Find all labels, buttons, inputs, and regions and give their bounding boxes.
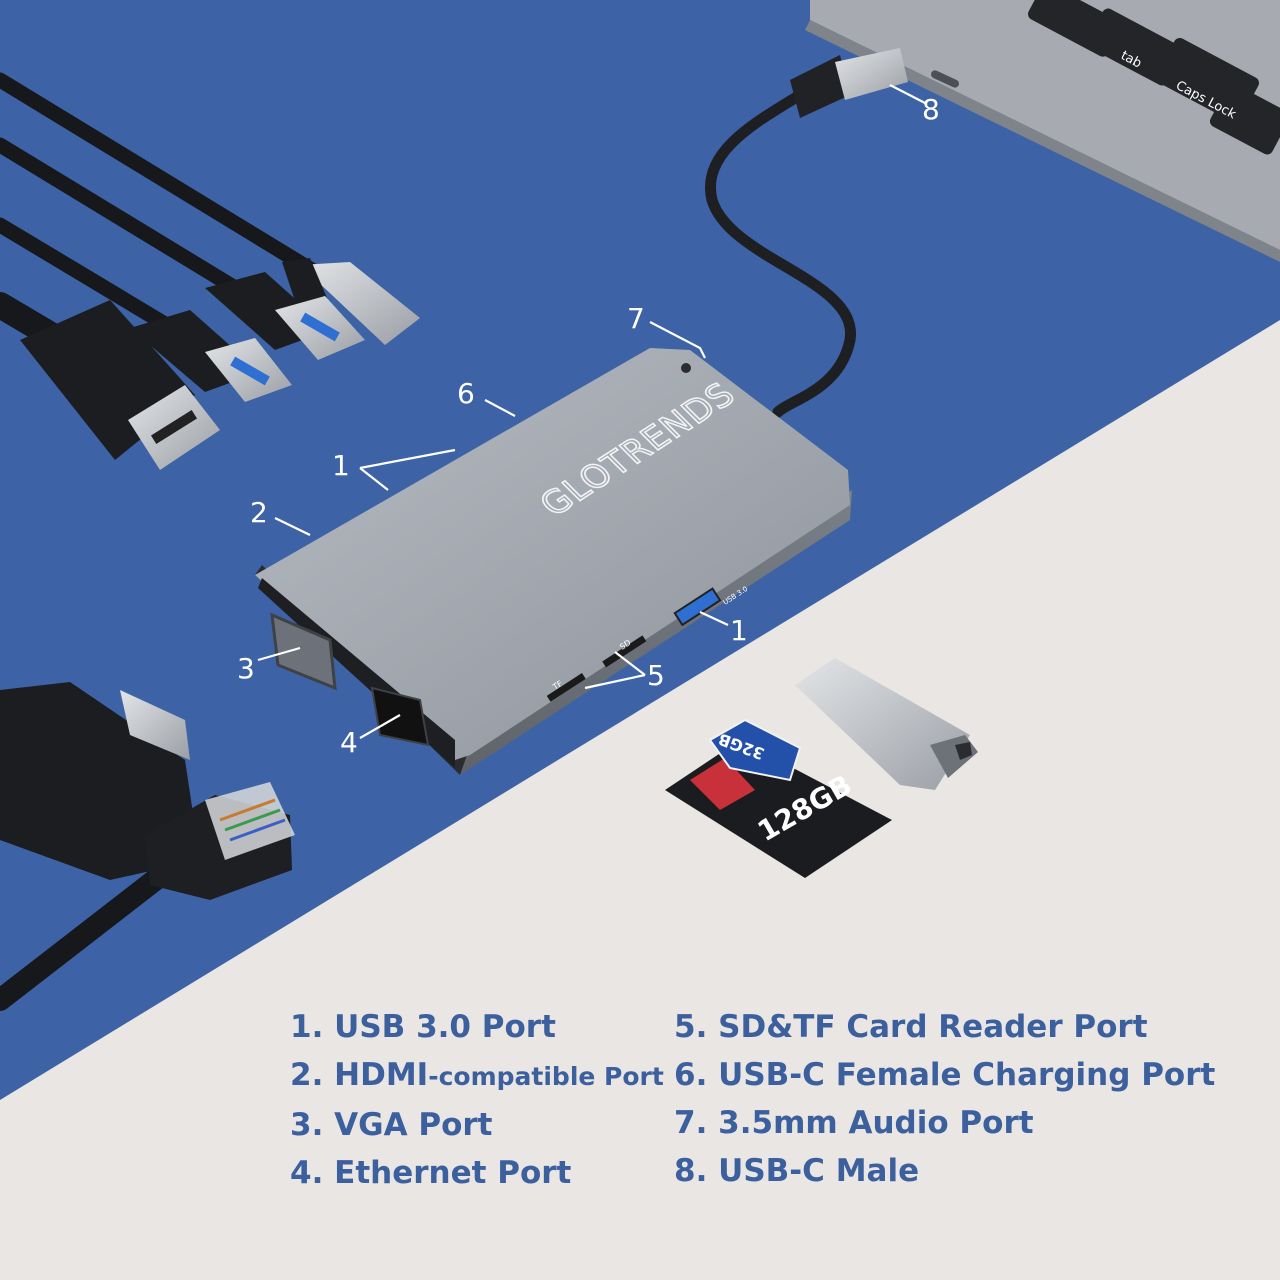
usb-c-plug [300,262,420,345]
legend-item-vga: 3. VGA Port [290,1101,664,1149]
legend-item-usb-c-charging: 6. USB-C Female Charging Port [674,1051,1215,1099]
legend-text: Ethernet Port [334,1155,572,1191]
legend-number: 5. [674,1009,708,1045]
callout-leaders [257,84,926,739]
callout-7: 7 [627,302,645,335]
legend-item-usb-c-male: 8. USB-C Male [674,1147,1215,1195]
tf-slot [546,673,586,702]
legend-text: USB-C Female Charging Port [718,1057,1216,1093]
legend-number: 4. [290,1155,324,1191]
background-light-surface [0,320,1280,1280]
legend-right-column: 5. SD&TF Card Reader Port 6. USB-C Femal… [674,1003,1215,1195]
legend-item-audio: 7. 3.5mm Audio Port [674,1099,1215,1147]
legend-item-usb: 1. USB 3.0 Port [290,1003,664,1051]
legend-text: USB 3.0 Port [334,1009,556,1045]
legend-text-suffix: -compatible Port [428,1062,664,1091]
legend-number: 6. [674,1057,708,1093]
legend-text: USB-C Male [718,1153,920,1189]
legend-left-column: 1. USB 3.0 Port 2. HDMI-compatible Port … [290,1003,664,1197]
callout-5: 5 [647,659,665,692]
legend-item-card-reader: 5. SD&TF Card Reader Port [674,1003,1215,1051]
tf-card [708,718,802,782]
sd-slot [602,635,647,668]
legend-text: VGA Port [334,1107,493,1143]
legend-number: 1. [290,1009,324,1045]
usb-c-male-cable [705,48,908,418]
usb-flash-drive [795,658,978,790]
vga-port [270,612,337,691]
legend-item-hdmi: 2. HDMI-compatible Port [290,1051,664,1101]
laptop: tab Caps Lock [805,0,1280,262]
callout-1-top: 1 [332,449,350,482]
vga-plug [0,682,200,880]
legend-number: 2. [290,1057,324,1093]
legend-number: 3. [290,1107,324,1143]
callout-numbers: 1 1 2 3 4 5 6 7 8 [237,93,940,759]
callout-8: 8 [922,93,940,126]
callout-4: 4 [340,726,358,759]
callout-1-side: 1 [730,614,748,647]
legend-text: SD&TF Card Reader Port [718,1009,1148,1045]
cables-bottom-left [0,682,295,1011]
callout-6: 6 [457,377,475,410]
memory-cards: 128GB 32GB [665,718,892,878]
legend-number: 8. [674,1153,708,1189]
cables-top-left [0,72,420,470]
legend-item-ethernet: 4. Ethernet Port [290,1149,664,1197]
legend-number: 7. [674,1105,708,1141]
legend-text: HDMI [334,1057,429,1093]
callout-3: 3 [237,652,255,685]
callout-2: 2 [250,496,268,529]
audio-port [681,363,691,373]
hub-top-surface [255,348,850,760]
usb-c-hub: GLOTRENDS SD TF USB 3.0 [255,348,852,775]
ethernet-port [370,686,430,747]
legend-text: 3.5mm Audio Port [718,1105,1034,1141]
